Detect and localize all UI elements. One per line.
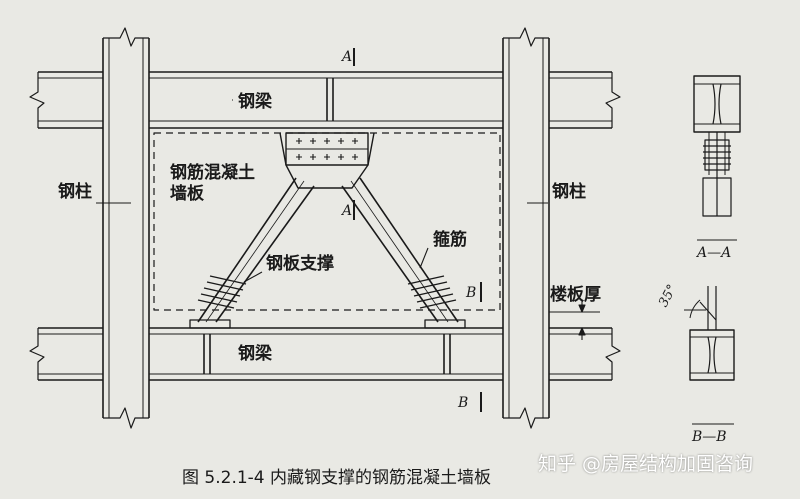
section-cut-marks <box>353 48 482 412</box>
left-column-label: 钢柱 <box>58 182 92 202</box>
stirrup-label: 箍筋 <box>433 230 467 250</box>
right-steel-brace <box>341 177 466 329</box>
section-aa-detail <box>693 75 741 241</box>
bottom-beam-label: 钢梁 <box>238 344 272 364</box>
right-steel-column <box>502 27 550 429</box>
watermark: 知乎 @房屋结构加固咨询 <box>538 453 754 475</box>
figure-caption: 图 5.2.1-4 内藏钢支撑的钢筋混凝土墙板 <box>182 468 492 488</box>
top-beam-label: 钢梁 <box>238 92 272 112</box>
section-mark-b-mid: B <box>466 285 477 301</box>
slab-thickness-dimension <box>549 300 600 340</box>
wall-panel-label-line2: 墙板 <box>170 184 204 204</box>
slab-thickness-label: 楼板厚 <box>550 285 601 305</box>
section-mark-a-top: A <box>342 49 353 65</box>
wall-panel-label-line1: 钢筋混凝土 <box>170 163 255 183</box>
brace-label: 钢板支撑 <box>266 254 334 274</box>
section-mark-a-mid: A <box>342 203 353 219</box>
section-aa-title: A—A <box>697 245 732 261</box>
left-steel-brace <box>189 177 315 329</box>
leader-lines <box>96 99 548 283</box>
right-column-label: 钢柱 <box>552 182 586 202</box>
left-steel-column <box>102 27 150 429</box>
brace-top-connection <box>279 132 375 189</box>
section-mark-b-bottom: B <box>458 395 469 411</box>
section-bb-detail <box>684 286 735 425</box>
section-bb-title: B—B <box>692 429 727 445</box>
